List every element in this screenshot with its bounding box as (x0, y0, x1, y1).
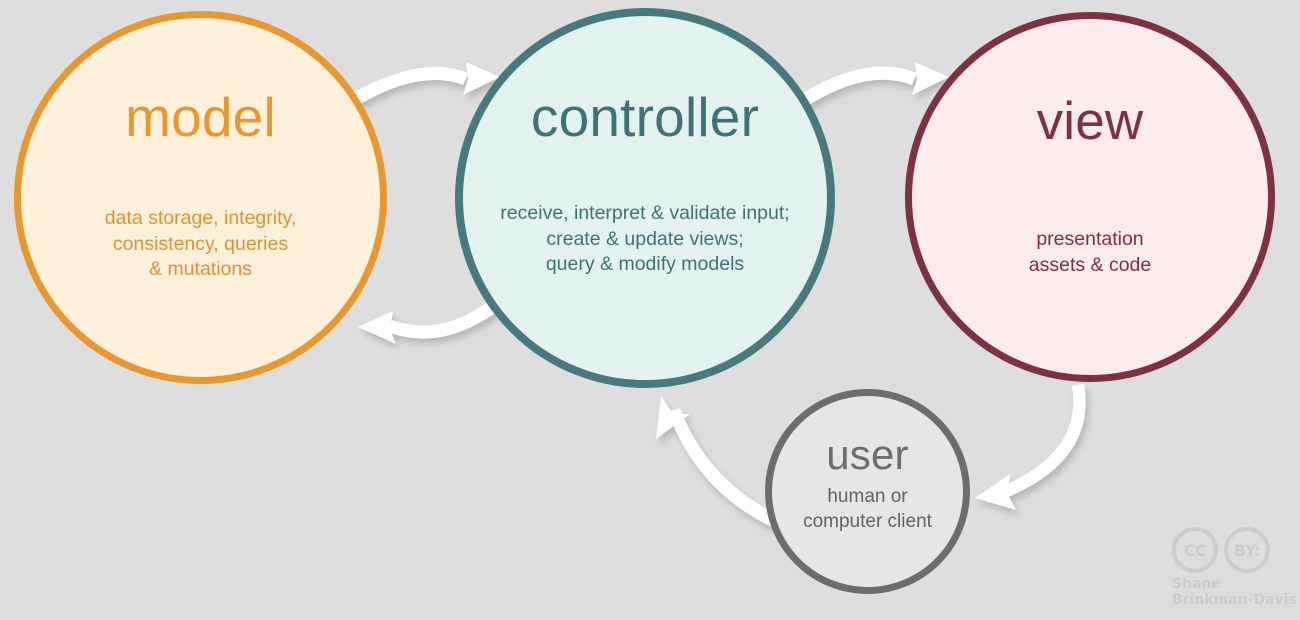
node-controller[interactable]: controller receive, interpret & validate… (455, 8, 835, 388)
node-user-title: user (826, 431, 909, 478)
node-user[interactable]: user human or computer client (765, 389, 970, 594)
node-user-description-line: computer client (803, 511, 932, 533)
creative-commons-icon: CC (1172, 527, 1218, 573)
creative-commons-credit: CC BY: Shane Brinkman-Davis (1172, 527, 1297, 609)
arrow-model-to-controller (344, 62, 500, 109)
credit-author-line: Shane (1172, 576, 1221, 592)
node-model-description-line: data storage, integrity, (104, 207, 297, 229)
node-model-description: data storage, integrity, consistency, qu… (105, 206, 297, 283)
node-user-description-line: human or (827, 486, 908, 507)
node-view-description-line: assets & code (1028, 253, 1152, 276)
cc-badge-row: CC BY: (1172, 527, 1292, 573)
node-controller-description-line: query & modify models (545, 253, 745, 276)
node-model-description-line: consistency, queries (112, 232, 289, 255)
credit-author-line: Brinkman-Davis (1172, 592, 1297, 609)
arrow-controller-to-model (358, 301, 497, 344)
arrow-controller-to-view (793, 62, 949, 110)
node-controller-description-line: receive, interpret & validate input; (500, 202, 790, 224)
node-controller-description-line: create & update views; (546, 227, 744, 250)
node-view[interactable]: view presentation assets & code (905, 12, 1275, 382)
node-model[interactable]: model data storage, integrity, consisten… (14, 11, 387, 384)
attribution-by-icon: BY: (1224, 527, 1270, 573)
node-model-title: model (125, 86, 276, 148)
node-controller-title: controller (530, 86, 760, 148)
node-user-description: human or computer client (803, 484, 932, 534)
arrow-view-to-user (975, 384, 1086, 510)
node-view-title: view (1036, 92, 1144, 151)
credit-author-name: Shane Brinkman-Davis (1172, 576, 1297, 609)
node-model-description-line: & mutations (149, 258, 252, 281)
node-view-description-line: presentation (1036, 228, 1144, 250)
node-view-description: presentation assets & code (1029, 227, 1151, 278)
node-controller-description: receive, interpret & validate input; cre… (500, 201, 789, 278)
